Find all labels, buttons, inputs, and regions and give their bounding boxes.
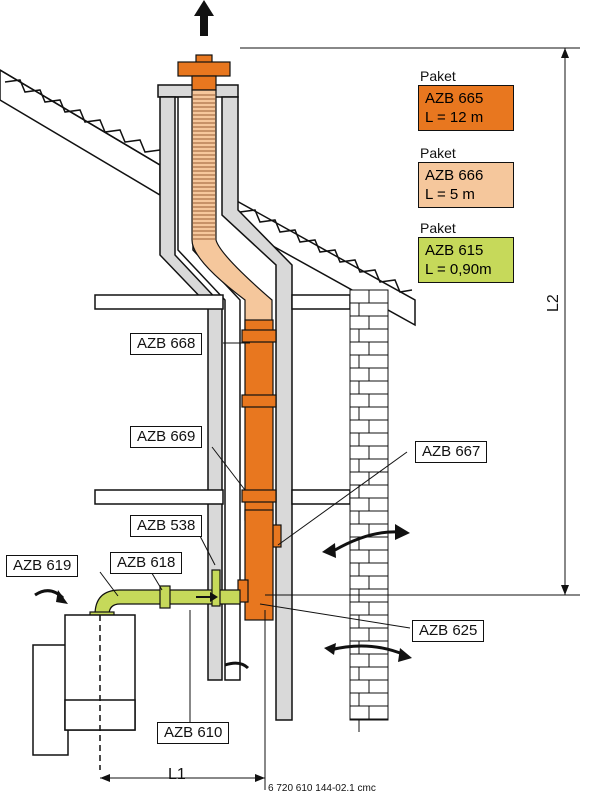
package-1-title: Paket — [420, 68, 456, 84]
dimension-lines — [100, 47, 580, 790]
package-3-title: Paket — [420, 220, 456, 236]
package-1-name: AZB 665 — [425, 90, 484, 107]
roof-left — [0, 69, 161, 197]
label-azb-668: AZB 668 — [130, 333, 203, 355]
package-2-name: AZB 666 — [425, 167, 484, 184]
package-3-box: AZB 615 L = 0,90m — [418, 237, 514, 283]
label-azb-538: AZB 538 — [130, 515, 203, 537]
package-1-length: L = 12 m — [425, 109, 484, 126]
dimension-l1: L1 — [168, 766, 186, 783]
chimney — [157, 84, 293, 721]
label-azb-610: AZB 610 — [157, 722, 230, 744]
boiler — [32, 614, 136, 770]
package-2-length: L = 5 m — [425, 186, 475, 203]
label-azb-618: AZB 618 — [110, 552, 183, 574]
label-azb-619: AZB 619 — [6, 555, 79, 577]
flue-pipe — [177, 54, 282, 621]
flexible-liner — [193, 94, 215, 240]
package-1-box: AZB 665 L = 12 m — [418, 85, 514, 131]
dimension-l2: L2 — [545, 294, 562, 312]
package-2-box: AZB 666 L = 5 m — [418, 162, 514, 208]
drawing-code: 6 720 610 144-02.1 cmc — [268, 783, 376, 794]
package-3-name: AZB 615 — [425, 242, 484, 259]
floor-slabs — [94, 294, 351, 505]
brick-wall — [349, 289, 389, 732]
label-azb-625: AZB 625 — [412, 620, 485, 642]
package-2-title: Paket — [420, 145, 456, 161]
exhaust-arrow — [194, 0, 214, 36]
package-3-length: L = 0,90m — [425, 261, 492, 278]
label-azb-669: AZB 669 — [130, 426, 203, 448]
label-azb-667: AZB 667 — [415, 441, 488, 463]
